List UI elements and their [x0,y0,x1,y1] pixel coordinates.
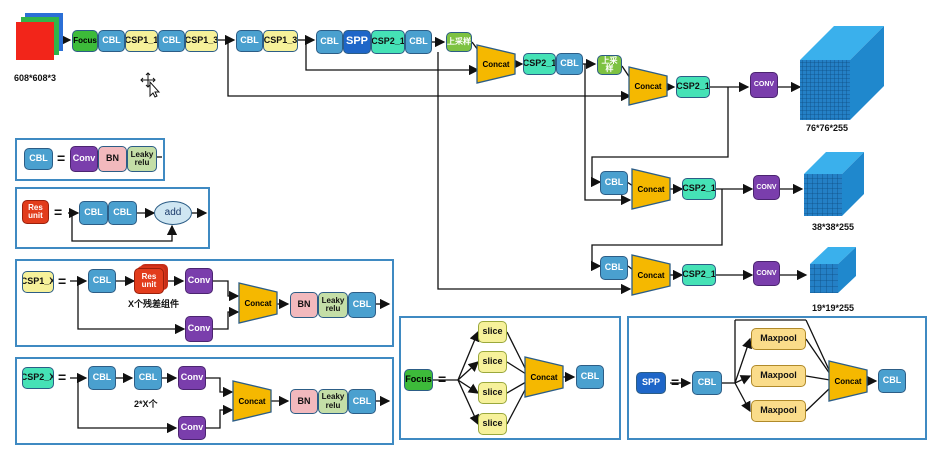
output-size-small: 19*19*255 [812,303,855,313]
legend-concat-block: Concat [238,282,278,324]
concat-block-3: Concat [631,168,671,210]
move-cursor-icon [140,72,161,98]
legend-csp2-name: CSP2_X [22,367,54,389]
upsample-block: 上采样 [446,32,472,52]
concat-label: Concat [238,397,265,406]
csp2-1-block: CSP2_1 [682,264,716,286]
output-size-large: 76*76*255 [806,123,849,133]
concat-label: Concat [482,60,509,69]
conv-block: CONV [753,175,780,200]
maxpool-block: Maxpool [751,328,806,350]
slice-block: slice [478,321,507,343]
conv-block: CONV [753,261,780,286]
legend-cbl-block: CBL [576,365,604,389]
slice-block: slice [478,382,507,404]
legend-concat-block: Concat [524,356,564,398]
legend-cbl-block: CBL [108,201,137,225]
legend-focus-frame [399,316,621,440]
concat-label: Concat [244,299,271,308]
maxpool-block: Maxpool [751,400,806,422]
legend-conv-block: Conv [185,268,213,294]
legend-res-frame [15,187,210,249]
concat-label: Concat [637,271,664,280]
output-cube-small [810,247,856,293]
csp2-1-block: CSP2_1 [676,76,710,98]
concat-block-1: Concat [476,44,516,84]
legend-concat-block: Concat [828,360,868,402]
legend-focus-name: Focus [404,369,433,391]
maxpool-block: Maxpool [751,365,806,387]
input-size-label: 608*608*3 [14,73,57,83]
legend-conv-block: Conv [70,146,98,172]
legend-cbl-block: CBL [878,369,906,393]
output-size-medium: 38*38*255 [812,222,855,232]
focus-block: Focus [72,30,98,52]
concat-label: Concat [530,373,557,382]
legend-csp1-name: CSP1_X [22,271,54,293]
legend-bn-block: BN [98,146,127,172]
cbl-block: CBL [556,53,583,75]
legend-cbl-name: CBL [24,148,53,170]
legend-cbl-block: CBL [79,201,108,225]
output-cube-large [800,26,884,120]
concat-label: Concat [834,377,861,386]
legend-leaky-relu-block: Leaky relu [318,389,348,414]
conv-block: CONV [750,72,778,98]
equals-sign: = [671,374,680,390]
concat-block-2: Concat [628,66,668,106]
equals-sign: = [58,369,67,385]
csp2-1-block: CSP2_1 [523,53,556,75]
csp1-1-block: CSP1_1 [125,30,158,52]
legend-res-block: Res unit [134,268,164,294]
legend-concat-block: Concat [232,380,272,422]
csp1-3-block: CSP1_3 [185,30,218,52]
upsample-block: 上采样 [597,55,622,75]
legend-cbl-frame [15,138,165,181]
spp-block: SPP [343,30,371,54]
legend-bn-block: BN [290,292,318,318]
slice-block: slice [478,413,507,435]
cbl-block: CBL [316,30,343,54]
legend-cbl-block: CBL [88,269,116,293]
legend-bn-block: BN [290,389,318,414]
cbl-block: CBL [600,171,628,195]
legend-cbl-block: CBL [348,292,376,318]
slice-block: slice [478,351,507,373]
csp2-1-block: CSP2_1 [371,30,405,54]
concat-label: Concat [637,185,664,194]
add-node: add [154,201,192,225]
legend-cbl-block: CBL [692,371,722,395]
legend-cbl-block: CBL [134,366,162,390]
legend-spp-frame [627,316,927,440]
concat-label: Concat [634,82,661,91]
legend-conv-block: Conv [185,316,213,342]
legend-conv-block: Conv [178,416,206,440]
legend-conv-block: Conv [178,366,206,390]
cbl-block: CBL [405,30,432,54]
output-cube-medium [804,152,864,216]
equals-sign: = [54,204,63,220]
legend-spp-name: SPP [636,372,666,394]
equals-sign: = [58,273,67,289]
csp1-3-block: CSP1_3 [263,30,298,52]
equals-sign: = [57,150,66,166]
cbl-block: CBL [600,256,628,280]
cbl-block: CBL [236,30,263,52]
cbl-block: CBL [98,30,125,52]
concat-block-4: Concat [631,254,671,296]
legend-leaky-relu-block: Leaky relu [127,146,157,172]
legend-cbl-block: CBL [348,389,376,414]
legend-cbl-block: CBL [88,366,116,390]
equals-sign: = [438,371,447,387]
legend-csp1-frame [15,259,394,347]
legend-csp1-note: X个残差组件 [128,299,180,309]
csp2-1-block: CSP2_1 [682,178,716,200]
cbl-block: CBL [158,30,185,52]
legend-csp2-note: 2*X个 [134,399,158,409]
legend-res-name: Res unit [22,200,49,224]
legend-csp2-frame [15,357,394,445]
legend-leaky-relu-block: Leaky relu [318,292,348,318]
